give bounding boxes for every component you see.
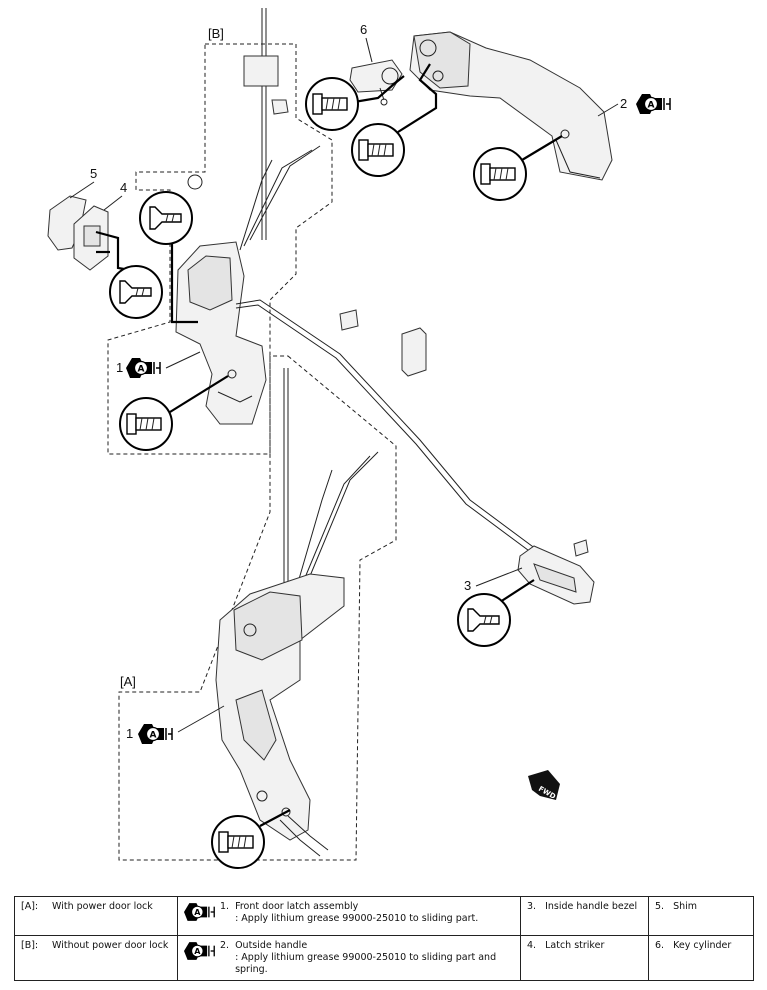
item-number: 6. — [655, 940, 665, 951]
item-name: Key cylinder — [673, 940, 732, 951]
trim-block-part — [401, 327, 427, 377]
grease-A-icon — [184, 941, 215, 961]
legend-row: [A]: With power door lock 1. Front door … — [14, 896, 754, 936]
item-number: 3. — [527, 901, 537, 912]
item-name: Outside handle — [235, 940, 308, 951]
item-number: 5. — [655, 901, 665, 912]
bolt-callout-bezel — [457, 579, 535, 647]
parts-legend-table: [A]: With power door lock 1. Front door … — [14, 896, 754, 981]
item-name: Inside handle bezel — [545, 901, 638, 912]
grease-icon-handle — [635, 93, 671, 115]
item-number: 1. — [220, 901, 230, 912]
callout-6: 6 — [360, 22, 367, 37]
latch-assembly-b-part — [175, 241, 267, 425]
variant-code: [A]: — [21, 901, 39, 912]
inside-handle-bezel-part — [517, 545, 595, 605]
group-a-label: [A] — [120, 674, 136, 689]
variant-desc: With power door lock — [52, 901, 153, 912]
group-a-boundary — [118, 355, 397, 861]
callout-4: 4 — [120, 180, 127, 195]
grease-icon-latch-b — [125, 357, 161, 379]
latch-assembly-a-part — [215, 573, 345, 857]
item-note: : Apply lithium grease 99000-25010 to sl… — [235, 913, 479, 924]
rod-clip-part — [339, 309, 359, 331]
variant-desc: Without power door lock — [52, 940, 169, 951]
bolt-callout-striker — [95, 230, 163, 319]
variant-code: [B]: — [21, 940, 39, 951]
item-note: : Apply lithium grease 99000-25010 to sl… — [235, 952, 497, 975]
exploded-door-lock-diagram: A [B] [A] 6 2 — [47, 8, 671, 869]
item-name: Front door latch assembly — [235, 901, 359, 912]
callout-1-lower: 1 — [126, 726, 133, 741]
group-b-label: [B] — [208, 26, 224, 41]
callout-1-upper: 1 — [116, 360, 123, 375]
outside-handle-part — [409, 31, 613, 181]
latch-striker-part — [73, 205, 109, 271]
grease-A-icon — [184, 902, 215, 922]
handle-clip-part — [573, 539, 589, 557]
grease-icon-latch-a — [137, 723, 173, 745]
legend-row: [B]: Without power door lock 2. Outside … — [14, 935, 754, 981]
bolt-callout-handle-upper — [351, 63, 438, 177]
item-name: Latch striker — [545, 940, 605, 951]
callout-5: 5 — [90, 166, 97, 181]
bolt-callout-latch-a — [211, 809, 291, 869]
bolt-callout-latch-b-bottom — [119, 375, 229, 451]
bolt-callout-handle-lower — [473, 135, 563, 201]
fwd-direction-badge: FWD — [528, 770, 560, 801]
bolt-callout-latch-b-top — [139, 191, 198, 324]
item-name: Shim — [673, 901, 698, 912]
callout-2: 2 — [620, 96, 627, 111]
item-number: 4. — [527, 940, 537, 951]
callout-3: 3 — [464, 578, 471, 593]
bolt-callout-key-cylinder — [305, 75, 405, 131]
item-number: 2. — [220, 940, 230, 951]
